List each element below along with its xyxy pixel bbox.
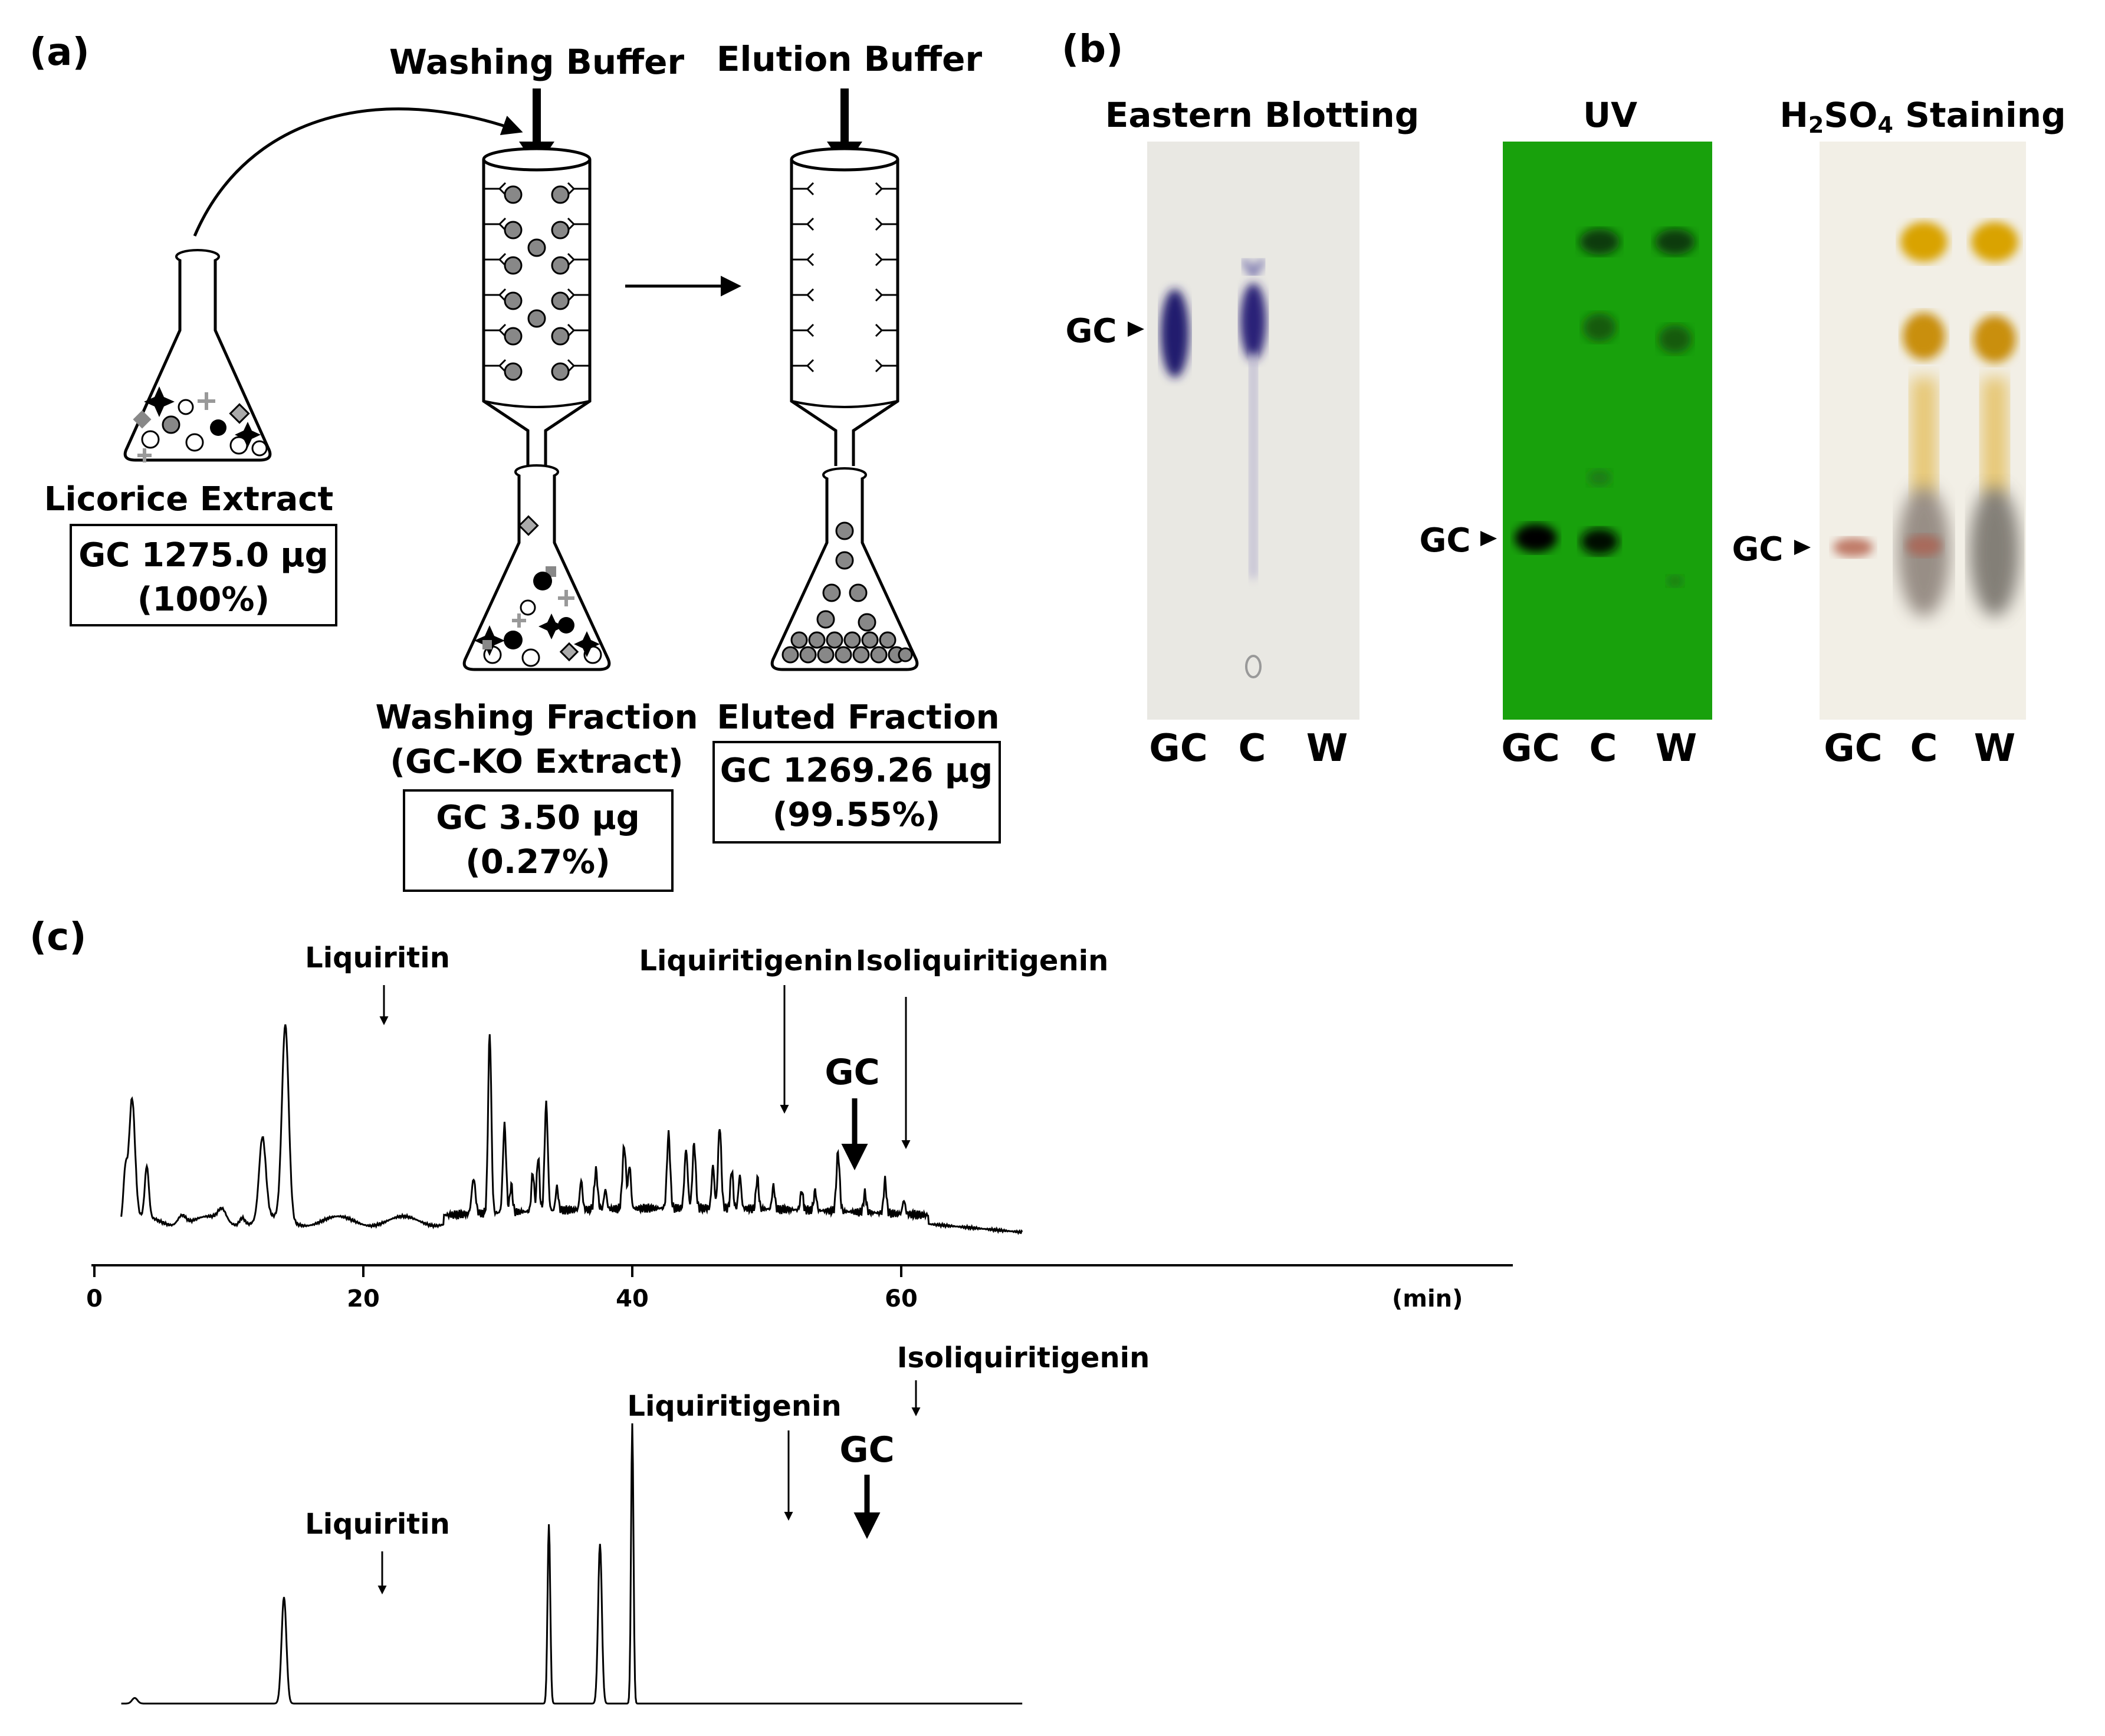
h2so4-gc-band-lane-c xyxy=(1906,535,1942,556)
licorice-amount-box xyxy=(70,524,337,626)
washing-fraction-subtitle: (GC-KO Extract) xyxy=(390,743,683,781)
eluted-percent: (99.55%) xyxy=(773,796,940,834)
uv-band-c-3 xyxy=(1588,470,1611,486)
eastern-blotting-title: Eastern Blotting xyxy=(1105,95,1420,135)
h2so4-gc-arrowhead xyxy=(1794,540,1811,555)
licorice-flask xyxy=(123,249,272,462)
h2so4-lane-w: W xyxy=(1974,727,2016,770)
uv-lane-gc: GC xyxy=(1501,727,1560,770)
uv-band-w-1 xyxy=(1655,229,1695,255)
uv-band-w-3 xyxy=(1667,575,1683,587)
eastern-gc-band-lane-gc xyxy=(1161,289,1189,378)
bottom-label-liquiritigenin: Liquiritigenin xyxy=(627,1390,841,1423)
chromatogram-top-trace xyxy=(120,1024,1023,1235)
panel-c-label: (c) xyxy=(29,915,86,959)
top-label-liquiritigenin: Liquiritigenin xyxy=(639,944,853,977)
panel-a: (a) Washing Buffer Elution Buffer xyxy=(29,31,1001,892)
washing-buffer-label: Washing Buffer xyxy=(389,42,685,82)
eastern-gc-arrowhead xyxy=(1128,321,1144,337)
h2so4-band-c-2 xyxy=(1903,313,1945,360)
licorice-extract-title: Licorice Extract xyxy=(44,480,334,518)
licorice-percent: (100%) xyxy=(137,580,270,619)
uv-lane-w: W xyxy=(1656,727,1697,770)
top-label-gc: GC xyxy=(825,1052,879,1093)
washing-amount: GC 3.50 μg xyxy=(436,799,640,837)
eluted-amount-box xyxy=(712,741,1001,844)
panel-b: (b) Eastern Blotting GC GC C W UV GC GC … xyxy=(1062,28,2066,770)
chromatogram-bottom xyxy=(121,1423,1023,1705)
h2so4-gc-marker: GC xyxy=(1732,530,1783,569)
x-tick-label-20: 20 xyxy=(347,1285,380,1312)
eluted-amount: GC 1269.26 μg xyxy=(720,751,993,790)
uv-band-w-2 xyxy=(1659,325,1692,353)
washing-percent: (0.27%) xyxy=(465,843,610,881)
eastern-smear-lane-c xyxy=(1249,354,1257,578)
eastern-lane-gc: GC xyxy=(1149,727,1208,770)
x-tick-label-60: 60 xyxy=(885,1285,918,1312)
elution-column xyxy=(790,147,899,466)
h2so4-lane-gc: GC xyxy=(1824,727,1883,770)
eastern-gc-band-lane-c xyxy=(1240,283,1266,360)
licorice-amount: GC 1275.0 μg xyxy=(78,536,328,575)
chromatogram-top xyxy=(120,1024,1023,1235)
h2so4-staining-title: H2SO4 Staining xyxy=(1779,95,2065,138)
washing-column xyxy=(482,147,592,466)
bottom-label-liquiritin: Liquiritin xyxy=(305,1508,450,1541)
uv-band-c-1 xyxy=(1579,229,1620,255)
uv-gc-band-lane-c xyxy=(1581,529,1618,554)
eastern-lane-w: W xyxy=(1306,727,1348,770)
eastern-gc-marker: GC xyxy=(1065,312,1116,350)
uv-title: UV xyxy=(1583,95,1637,135)
top-label-liquiritin: Liquiritin xyxy=(305,941,450,974)
x-axis-unit: (min) xyxy=(1392,1285,1463,1312)
uv-strip-shade xyxy=(1503,142,1712,720)
x-tick-label-0: 0 xyxy=(86,1285,103,1312)
eastern-origin-spot xyxy=(1245,655,1262,678)
washing-flask xyxy=(462,464,611,671)
eluted-flask xyxy=(770,467,919,671)
h2so4-dark-region-w xyxy=(1970,487,2019,616)
washing-amount-box xyxy=(403,789,674,892)
panel-b-label: (b) xyxy=(1062,28,1123,71)
uv-band-c-2 xyxy=(1583,313,1616,342)
h2so4-smear-w xyxy=(1982,378,2008,495)
chromatogram-bottom-trace xyxy=(121,1423,1023,1705)
panel-c: (c) 0 20 40 60 (min) Liquiritin Liquiritige… xyxy=(29,915,1513,1705)
uv-lane-c: C xyxy=(1590,727,1617,770)
h2so4-band-c-1 xyxy=(1900,222,1948,262)
eastern-lane-c: C xyxy=(1239,727,1266,770)
transfer-curved-arrow xyxy=(193,107,523,237)
uv-gc-band-lane-gc xyxy=(1515,524,1557,552)
washing-fraction-title: Washing Fraction xyxy=(376,698,698,737)
x-tick-label-40: 40 xyxy=(616,1285,649,1312)
eastern-front-mark xyxy=(1240,258,1266,280)
bottom-label-isoliquiritigenin: Isoliquiritigenin xyxy=(897,1341,1150,1374)
eluted-fraction-title: Eluted Fraction xyxy=(717,698,999,737)
h2so4-lane-c: C xyxy=(1910,727,1938,770)
bottom-label-gc: GC xyxy=(839,1429,894,1471)
h2so4-band-w-2 xyxy=(1973,316,2016,363)
h2so4-gc-band-lane-gc xyxy=(1833,538,1873,557)
h2so4-smear-c xyxy=(1911,378,1937,495)
h2so4-band-w-1 xyxy=(1971,222,2018,262)
uv-gc-marker: GC xyxy=(1419,521,1470,560)
elution-buffer-label: Elution Buffer xyxy=(717,39,983,79)
x-axis-ticks: 0 20 40 60 xyxy=(86,1265,918,1312)
uv-gc-arrowhead xyxy=(1480,531,1497,546)
top-label-isoliquiritigenin: Isoliquiritigenin xyxy=(856,944,1109,977)
panel-a-label: (a) xyxy=(29,31,90,74)
